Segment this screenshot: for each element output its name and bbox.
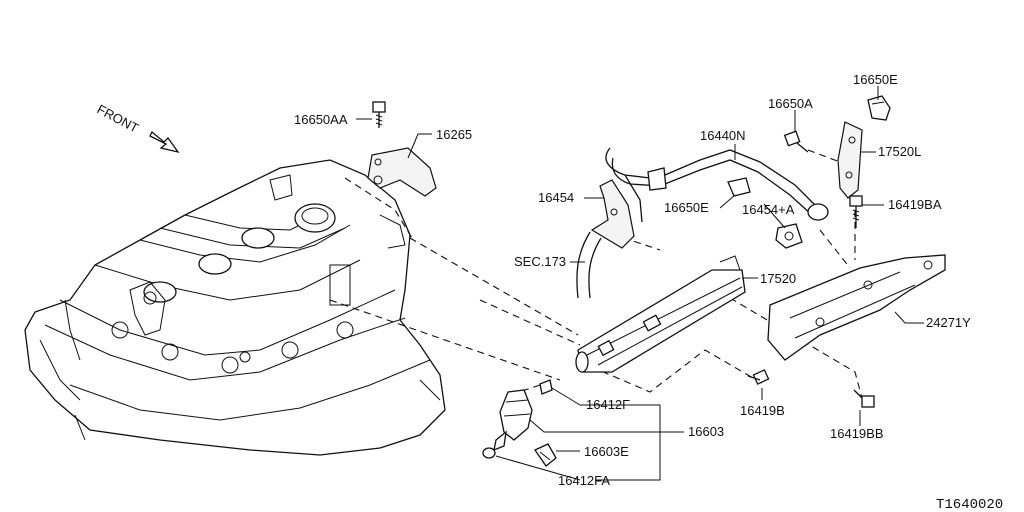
clip-16650e-upper: [867, 95, 891, 121]
connector-16454a: [775, 223, 803, 249]
label-16603e: 16603E: [584, 444, 629, 459]
clip-16650e-mid: [727, 177, 751, 197]
label-16265: 16265: [436, 127, 472, 142]
label-17520: 17520: [760, 271, 796, 286]
injector-16603: [493, 389, 533, 452]
fuel-rail-17520: [575, 255, 746, 373]
label-17520l: 17520L: [878, 144, 921, 159]
label-16419ba: 16419BA: [888, 197, 942, 212]
label-16454: 16454: [538, 190, 574, 205]
bracket-17520l: [837, 121, 863, 199]
diagram-reference-code: T1640020: [936, 497, 1003, 512]
front-direction-icon: FRONT: [95, 101, 180, 154]
front-label: FRONT: [95, 101, 142, 135]
bolt-16650aa: [372, 101, 386, 128]
bolt-16650a: [783, 130, 809, 153]
tube-sec173: [576, 231, 602, 299]
clip-16603e: [534, 443, 557, 467]
fuel-hose-16440n: [605, 147, 829, 223]
label-24271y: 24271Y: [926, 315, 971, 330]
label-16650e-top: 16650E: [853, 72, 898, 87]
bolt-16419b: [747, 369, 770, 385]
label-16650aa: 16650AA: [294, 112, 348, 127]
bolt-16419bb: [853, 389, 875, 408]
label-16412fa: 16412FA: [558, 473, 610, 488]
label-sec173: SEC.173: [514, 254, 566, 269]
label-16650e-mid: 16650E: [664, 200, 709, 215]
engine-cylinder-head: [24, 159, 446, 456]
bracket-16454: [590, 179, 635, 249]
label-16650a: 16650A: [768, 96, 813, 111]
label-16412f: 16412F: [586, 397, 630, 412]
o-ring-16412fa: [482, 447, 496, 459]
label-16454a: 16454+A: [742, 202, 795, 217]
bracket-16265: [367, 147, 437, 197]
leader-lines: [356, 86, 924, 481]
label-16603: 16603: [688, 424, 724, 439]
label-16419bb: 16419BB: [830, 426, 884, 441]
label-16419b: 16419B: [740, 403, 785, 418]
bolt-16419ba: [849, 195, 863, 228]
o-ring-16412f: [539, 379, 553, 395]
part-labels: 16650AA 16265 16650A 16650E 17520L 16440…: [294, 72, 1003, 512]
label-16440n: 16440N: [700, 128, 746, 143]
protector-24271y: [767, 254, 946, 361]
